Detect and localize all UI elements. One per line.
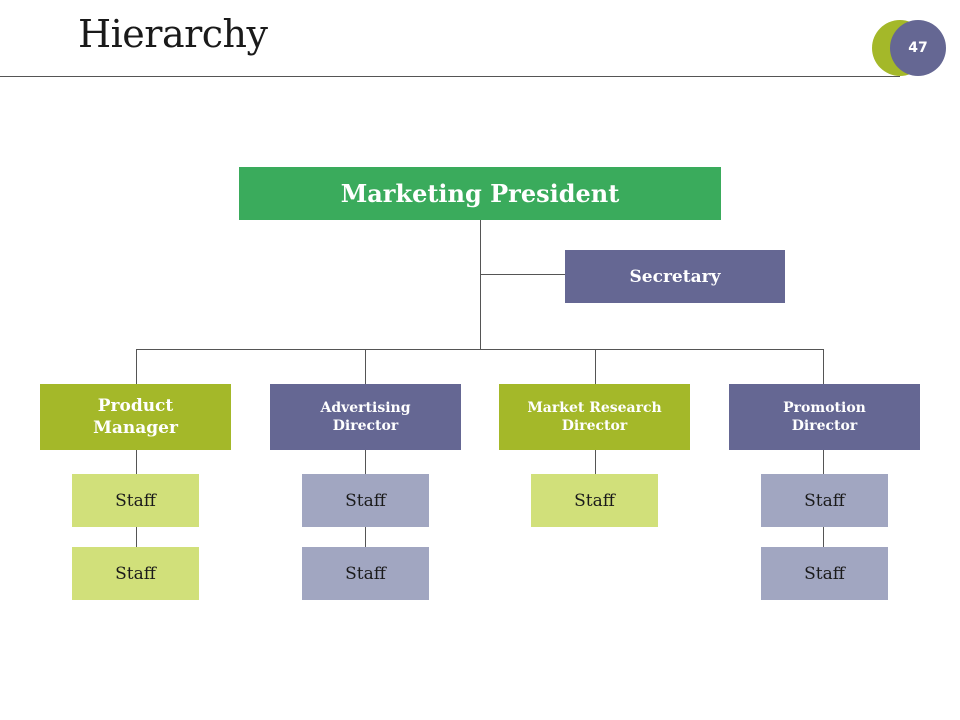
secretary-box: Secretary [565,250,785,303]
department-label-line2: Manager [93,418,178,438]
staff-label: Staff [345,490,386,511]
department-label-line2: Director [332,418,399,434]
connector-drop-3 [595,349,596,384]
department-box-promotion-director: Promotion Director [729,384,920,450]
department-box-advertising-director: Advertising Director [270,384,461,450]
connector-secretary [480,274,565,275]
connector-drop-4 [823,349,824,384]
staff-box: Staff [302,547,429,600]
staff-label: Staff [804,490,845,511]
staff-label: Staff [115,563,156,584]
staff-label: Staff [804,563,845,584]
connector-staff-3 [595,450,596,474]
department-box-product-manager: Product Manager [40,384,231,450]
department-label-line2: Director [561,418,628,434]
secretary-label: Secretary [629,266,721,287]
department-label-line1: Promotion [783,400,866,416]
president-label: Marketing President [340,179,620,208]
department-box-market-research-director: Market Research Director [499,384,690,450]
department-label-line1: Market Research [527,400,662,416]
slide-title: Hierarchy [78,12,268,56]
title-divider [0,76,900,77]
department-label-line1: Product [97,396,174,416]
staff-box: Staff [302,474,429,527]
staff-box: Staff [531,474,658,527]
staff-box: Staff [761,474,888,527]
president-box: Marketing President [239,167,721,220]
department-label-line1: Advertising [320,400,411,416]
department-label-line2: Director [791,418,858,434]
connector-president-trunk [480,220,481,350]
staff-box: Staff [761,547,888,600]
staff-box: Staff [72,474,199,527]
connector-horizontal-bar [136,349,824,350]
connector-drop-2 [365,349,366,384]
staff-label: Staff [574,490,615,511]
staff-box: Staff [72,547,199,600]
staff-label: Staff [115,490,156,511]
page-number-badge: 47 [890,20,946,76]
staff-label: Staff [345,563,386,584]
connector-drop-1 [136,349,137,384]
